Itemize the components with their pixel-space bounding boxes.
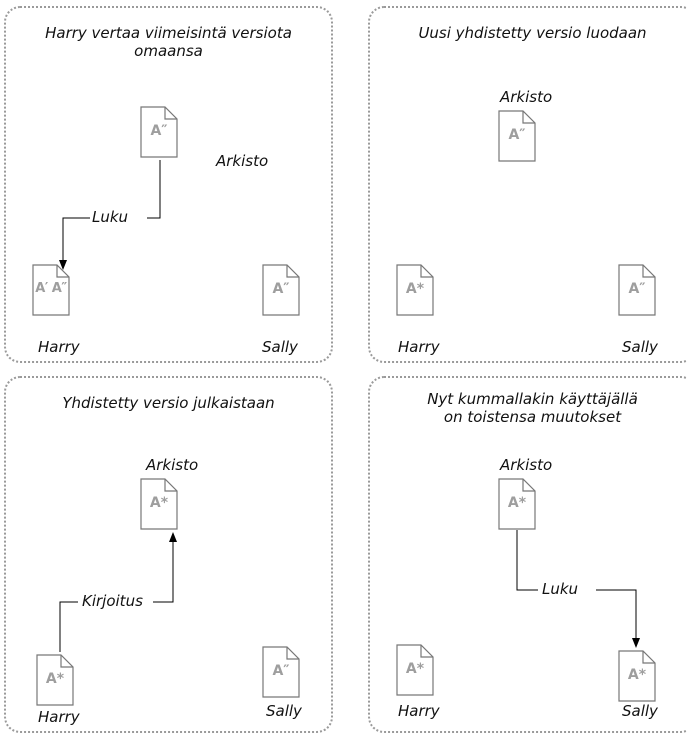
harry-document-icon: A* [396, 644, 434, 696]
read-connector [59, 160, 161, 270]
write-connector [59, 532, 177, 652]
harry-label: Harry [398, 702, 440, 720]
action-label: Luku [542, 580, 579, 598]
document-version-label: A* [45, 671, 65, 687]
action-label: Luku [92, 208, 129, 226]
panel-title-line: Nyt kummallakin käyttäjällä [427, 390, 638, 408]
document-version-label: A* [507, 495, 527, 511]
repository-label: Arkisto [146, 456, 199, 474]
sally-document-icon: A″ [262, 264, 300, 316]
panel-title-line: on toistensa muutokset [443, 408, 622, 426]
panel-merged-version-created: Uusi yhdistetty versio luodaan Arkisto A… [368, 6, 687, 363]
document-version-label: A″ [272, 663, 290, 679]
document-version-label: A″ [628, 281, 646, 297]
action-label: Kirjoitus [82, 592, 143, 610]
sally-label: Sally [622, 702, 658, 720]
harry-label: Harry [38, 708, 80, 726]
panel-title: Harry vertaa viimeisintä versiota omaans… [6, 24, 331, 60]
arrowhead-icon [59, 260, 67, 270]
harry-document-icon: A* [396, 264, 434, 316]
panel-title-line: Yhdistetty versio julkaistaan [62, 394, 275, 412]
harry-document-icon: A* [36, 654, 74, 706]
panel-title-line: Uusi yhdistetty versio luodaan [418, 24, 647, 42]
repository-document-icon: A* [140, 478, 178, 530]
document-version-label: A″ [272, 281, 290, 297]
panel-title: Uusi yhdistetty versio luodaan [370, 24, 687, 42]
panel-harry-compares: Harry vertaa viimeisintä versiota omaans… [4, 6, 333, 363]
harry-label: Harry [398, 338, 440, 356]
document-version-label: A″ [150, 123, 168, 139]
repository-document-icon: A″ [498, 110, 536, 162]
read-connector [516, 530, 640, 648]
document-version-label: A* [149, 495, 169, 511]
arrowhead-icon [169, 532, 177, 542]
document-version-label: A′ A″ [35, 281, 67, 296]
panel-merged-version-published: Yhdistetty versio julkaistaan Arkisto A*… [4, 376, 333, 733]
repository-label: Arkisto [500, 456, 553, 474]
harry-label: Harry [38, 338, 80, 356]
document-version-label: A* [627, 667, 647, 683]
sally-label: Sally [262, 338, 298, 356]
panel-title-line: omaansa [134, 42, 203, 60]
sally-document-icon: A″ [262, 646, 300, 698]
panel-title-line: Harry vertaa viimeisintä versiota [45, 24, 292, 42]
harry-document-icon: A′ A″ [32, 264, 70, 316]
repository-label: Arkisto [500, 88, 553, 106]
sally-label: Sally [266, 702, 302, 720]
document-version-label: A* [405, 281, 425, 297]
arrowhead-icon [632, 638, 640, 648]
sally-document-icon: A* [618, 650, 656, 702]
repository-document-icon: A* [498, 478, 536, 530]
document-version-label: A* [405, 661, 425, 677]
document-version-label: A″ [508, 127, 526, 143]
repository-label: Arkisto [216, 152, 269, 170]
panel-title: Nyt kummallakin käyttäjällä on toistensa… [370, 390, 687, 426]
sally-label: Sally [622, 338, 658, 356]
panel-title: Yhdistetty versio julkaistaan [6, 394, 331, 412]
repository-document-icon: A″ [140, 106, 178, 158]
panel-both-have-changes: Nyt kummallakin käyttäjällä on toistensa… [368, 376, 687, 733]
sally-document-icon: A″ [618, 264, 656, 316]
